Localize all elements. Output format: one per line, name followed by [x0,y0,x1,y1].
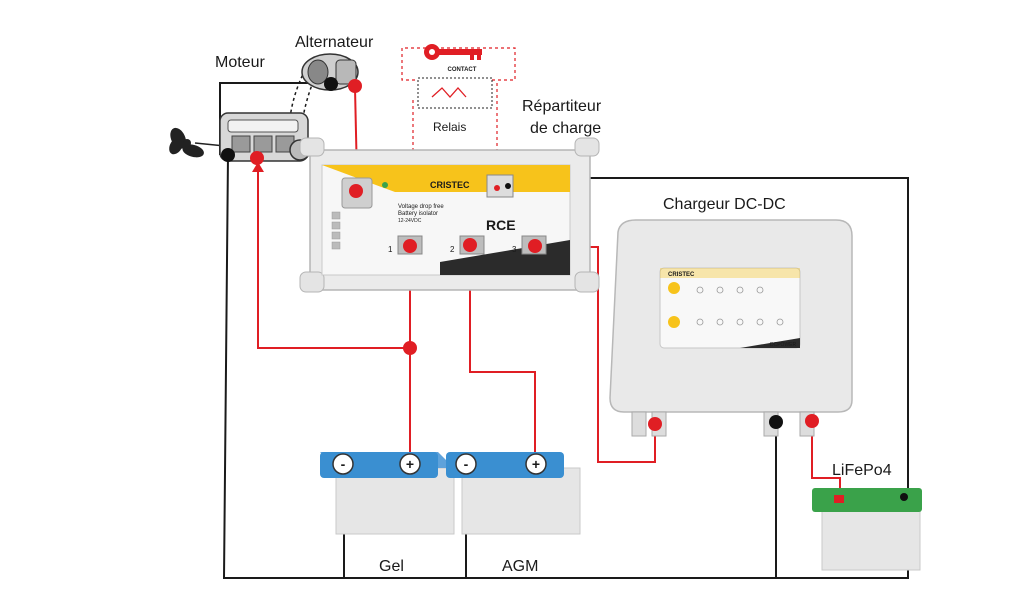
rce-ground-dot [505,183,511,189]
contact-label: CONTACT [448,67,477,73]
rce-out3-label: 3 [512,245,517,254]
lifepo4-label: LiFePo4 [832,462,892,479]
rce-out2-dot [463,238,477,252]
dcdc-charger-unit [609,219,853,437]
repartiteur-label-line1: Répartiteur [522,98,602,115]
moteur-label: Moteur [215,54,265,71]
repartiteur-label-line2: de charge [530,120,601,137]
rce-input-dot [349,184,363,198]
dcdc-badge: DCPOWER [770,342,797,348]
motor-negative-dot [221,148,235,162]
alternator-positive-dot [348,79,362,93]
relais-label: Relais [433,120,466,134]
agm-minus-terminal: - [464,456,469,472]
rce-brand: CRISTEC [430,180,470,190]
positive-motor-loop [257,165,410,349]
positive-rce-out2-to-agm [469,247,536,462]
junction-dot [403,341,417,355]
contact-dashed-loop [401,47,516,81]
motor-positive-dot [250,151,264,165]
propeller-icon [169,127,204,158]
arrowhead-up [252,162,264,172]
rce-out1-dot [403,239,417,253]
key-icon [424,44,482,60]
chargeur-label: Chargeur DC-DC [663,196,786,213]
rce-subtitle-1: Voltage drop free [398,204,444,210]
alternateur-label: Alternateur [295,34,374,51]
relay-box [417,77,493,109]
rce-subtitle-3: 12-24VDC [398,218,422,224]
agm-label: AGM [502,558,538,575]
rce-model: RCE [486,217,516,233]
rce-subtitle-2: Battery isolator [398,211,438,217]
dcdc-brand: CRISTEC [668,272,695,278]
alternator-negative-dot [324,77,338,91]
rce-splitter-unit [299,137,600,293]
dcdc-input-dot [648,417,662,431]
agm-plus-terminal: + [532,456,540,472]
dcdc-negative-dot [769,415,783,429]
rce-out3-dot [528,239,542,253]
gel-minus-terminal: - [341,456,346,472]
rce-out2-label: 2 [450,245,455,254]
gel-plus-terminal: + [406,456,414,472]
relay-symbol [431,87,467,98]
battery-agm [446,452,581,535]
battery-lifepo4 [812,488,922,571]
rce-out1-label: 1 [388,245,393,254]
lifepo4-negative-dot [900,493,908,501]
dcdc-output-dot [805,414,819,428]
negative-main-loop [222,154,909,579]
battery-gel [320,452,455,535]
relay-signal-dot [494,185,500,191]
engine-illustration [219,112,311,162]
gel-label: Gel [379,558,404,575]
